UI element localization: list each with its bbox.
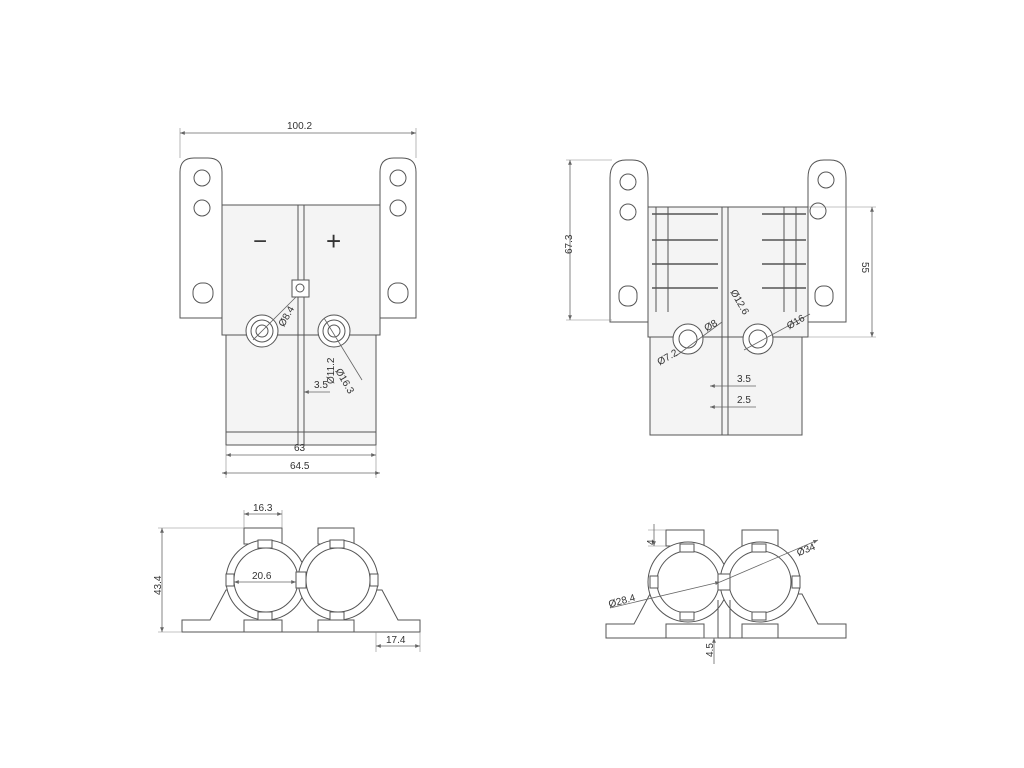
front-housing-base	[225, 431, 377, 446]
dim-top-width: 16.3	[253, 503, 273, 514]
front-right-bracket	[379, 157, 417, 319]
end-view-right: 4 Ø34 Ø28.4 4.5	[605, 524, 847, 664]
front-housing-lower	[225, 334, 377, 446]
end-right-barrels	[647, 541, 801, 638]
dim-slot-gap: 3.5	[314, 380, 328, 391]
dim-bottom-gap: 4.5	[705, 643, 716, 657]
side-contact-left	[672, 323, 704, 355]
front-left-bracket	[179, 157, 223, 319]
dim-gap-lower: 2.5	[737, 395, 751, 406]
front-center-clip	[291, 279, 310, 298]
minus-sign: −	[253, 228, 267, 255]
dim-gap-upper: 3.5	[737, 374, 751, 385]
dim-top-gap: 4	[646, 539, 657, 545]
dim-outer-width: 64.5	[290, 461, 310, 472]
dim-height-overall: 67.3	[564, 234, 575, 254]
front-bracket-holes	[192, 169, 409, 304]
front-view: − + 100.2 Ø8.4 Ø16.3 Ø11.2 3.5 63 64.5	[179, 121, 417, 478]
dim-height-body: 55	[859, 262, 870, 274]
dim-inner-width: 63	[294, 443, 306, 454]
dim-foot-width: 17.4	[386, 635, 406, 646]
dim-dia-small: Ø28.4	[607, 593, 637, 611]
side-left-bracket	[609, 159, 649, 323]
side-right-bracket	[807, 159, 847, 323]
plus-sign: +	[326, 226, 341, 256]
dim-height-left: 43.4	[153, 575, 164, 595]
front-contact-right	[317, 314, 351, 348]
end-left-barrels	[225, 539, 379, 621]
side-contact-right	[742, 323, 774, 355]
side-bracket-holes	[618, 171, 835, 307]
front-housing-upper	[221, 204, 381, 336]
side-view: 67.3 55 Ø8 Ø7.2 Ø16 Ø12.6 3.5 2.5	[564, 159, 876, 436]
dim-center: 20.6	[252, 571, 272, 582]
dim-width-overall: 100.2	[287, 121, 312, 132]
dim-hole-mid: Ø11.2	[326, 357, 337, 384]
dim-dia-large: Ø34	[795, 542, 817, 559]
end-view-left: 16.3 20.6 43.4 17.4	[153, 503, 421, 652]
side-cooling-fins	[652, 207, 806, 312]
